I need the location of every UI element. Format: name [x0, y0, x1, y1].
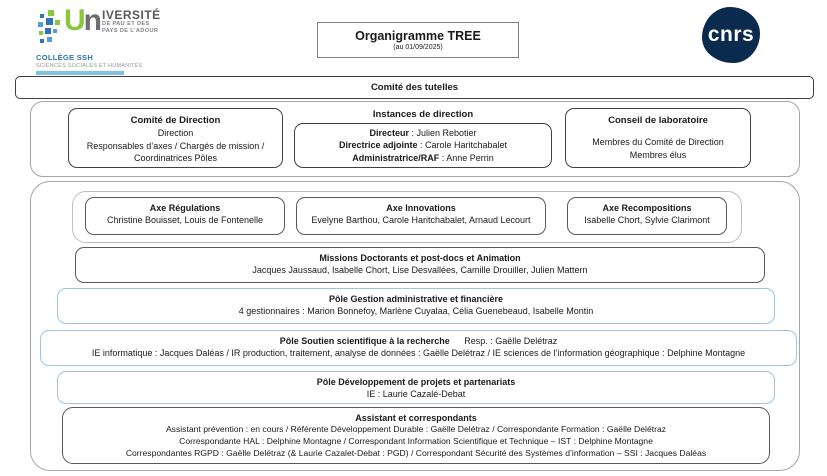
org-title-box: Organigramme TREE (au 01/09/2025)	[317, 22, 519, 58]
instances-direction-box: Directeur : Julien Rebotier Directrice a…	[294, 123, 552, 168]
conseil-laboratoire-title: Conseil de laboratoire	[608, 115, 708, 126]
assistant-line-1: Assistant prévention : en cours / Référe…	[165, 424, 667, 435]
axe-innovations-members: Evelyne Barthou, Carole Haritchabalet, A…	[311, 215, 531, 226]
instances-line: Administratrice/RAF : Anne Perrin	[352, 152, 494, 163]
axe-regulations-box: Axe Régulations Christine Bouisset, Loui…	[85, 197, 285, 235]
missions-doctorants-members: Jacques Jaussaud, Isabelle Chort, Lise D…	[252, 265, 588, 276]
comite-tutelles-title: Comité des tutelles	[370, 82, 459, 93]
page-subtitle: (au 01/09/2025)	[393, 44, 443, 51]
axe-innovations-box: Axe Innovations Evelyne Barthou, Carole …	[296, 197, 546, 235]
pole-soutien-box: Pôle Soutien scientifique à la recherche…	[40, 330, 797, 366]
axe-recompositions-members: Isabelle Chort, Sylvie Clarimont	[584, 215, 710, 226]
pole-soutien-resp: Resp. : Gaëlle Delétraz	[464, 336, 558, 346]
conseil-line: Membres du Comité de Direction	[592, 137, 724, 148]
college-ssh-label: COLLÈGE SSH	[36, 53, 94, 62]
assistant-line-2: Correspondante HAL : Delphine Montagne /…	[179, 436, 653, 447]
uppa-un-monogram: Un	[64, 4, 102, 37]
college-underline-bar	[36, 71, 124, 75]
pole-soutien-heading: Pôle Soutien scientifique à la recherche…	[41, 335, 796, 347]
uppa-name-rest: IVERSITÉ	[102, 8, 161, 22]
college-ssh-subtitle: SCIENCES SOCIALES ET HUMANITÉS	[36, 63, 143, 69]
axe-innovations-title: Axe Innovations	[386, 203, 456, 213]
axe-regulations-members: Christine Bouisset, Louis de Fontenelle	[106, 215, 264, 226]
comite-direction-line: Direction	[157, 128, 194, 139]
pole-gestion-members: 4 gestionnaires : Marion Bonnefoy, Marlè…	[238, 306, 594, 317]
instances-line: Directrice adjointe : Carole Haritchabal…	[338, 140, 508, 151]
pole-developpement-title: Pôle Développement de projets et partena…	[316, 377, 516, 387]
uppa-logo: Un IVERSITÉ DE PAU ET DES PAYS DE L’ADOU…	[36, 4, 161, 75]
uppa-mosaic-icon	[38, 10, 60, 43]
axe-recompositions-box: Axe Recompositions Isabelle Chort, Sylvi…	[567, 197, 727, 235]
uppa-name-line3: PAYS DE L’ADOUR	[102, 27, 159, 34]
cnrs-logo: cnrs	[702, 7, 760, 63]
pole-gestion-title: Pôle Gestion administrative et financièr…	[328, 294, 504, 304]
pole-soutien-members: IE informatique : Jacques Daléas / IR pr…	[91, 348, 746, 359]
assistant-correspondants-title: Assistant et correspondants	[355, 413, 477, 423]
uppa-name-line2: DE PAU ET DES	[102, 21, 150, 27]
comite-tutelles-box: Comité des tutelles	[15, 76, 814, 99]
axe-recompositions-title: Axe Recompositions	[602, 203, 692, 213]
assistant-line-3: Correspondantes RGPD : Gaëlle Delétraz (…	[125, 448, 707, 459]
instances-line: Directeur : Julien Rebotier	[369, 128, 477, 138]
comite-direction-line: Responsables d’axes / Chargés de mission…	[86, 140, 265, 151]
pole-developpement-members: IE : Laurie Cazalé-Debat	[366, 389, 466, 400]
comite-direction-line: Coordinatrices Pôles	[133, 152, 218, 163]
pole-gestion-box: Pôle Gestion administrative et financièr…	[57, 288, 775, 324]
comite-direction-title: Comité de Direction	[130, 115, 221, 126]
comite-direction-box: Comité de Direction Direction Responsabl…	[68, 108, 283, 168]
missions-doctorants-title: Missions Doctorants et post-docs et Anim…	[319, 253, 521, 263]
cnrs-logo-text: cnrs	[707, 23, 755, 46]
pole-soutien-title: Pôle Soutien scientifique à la recherche	[279, 336, 450, 346]
instances-direction-title: Instances de direction	[372, 109, 474, 120]
conseil-laboratoire-box: Conseil de laboratoire Membres du Comité…	[565, 108, 751, 168]
conseil-line: Membres élus	[629, 149, 687, 160]
pole-developpement-box: Pôle Développement de projets et partena…	[57, 371, 775, 404]
assistant-correspondants-box: Assistant et correspondants Assistant pr…	[62, 407, 770, 464]
missions-doctorants-box: Missions Doctorants et post-docs et Anim…	[75, 247, 765, 283]
axe-regulations-title: Axe Régulations	[149, 203, 221, 213]
page-title: Organigramme TREE	[355, 29, 481, 43]
